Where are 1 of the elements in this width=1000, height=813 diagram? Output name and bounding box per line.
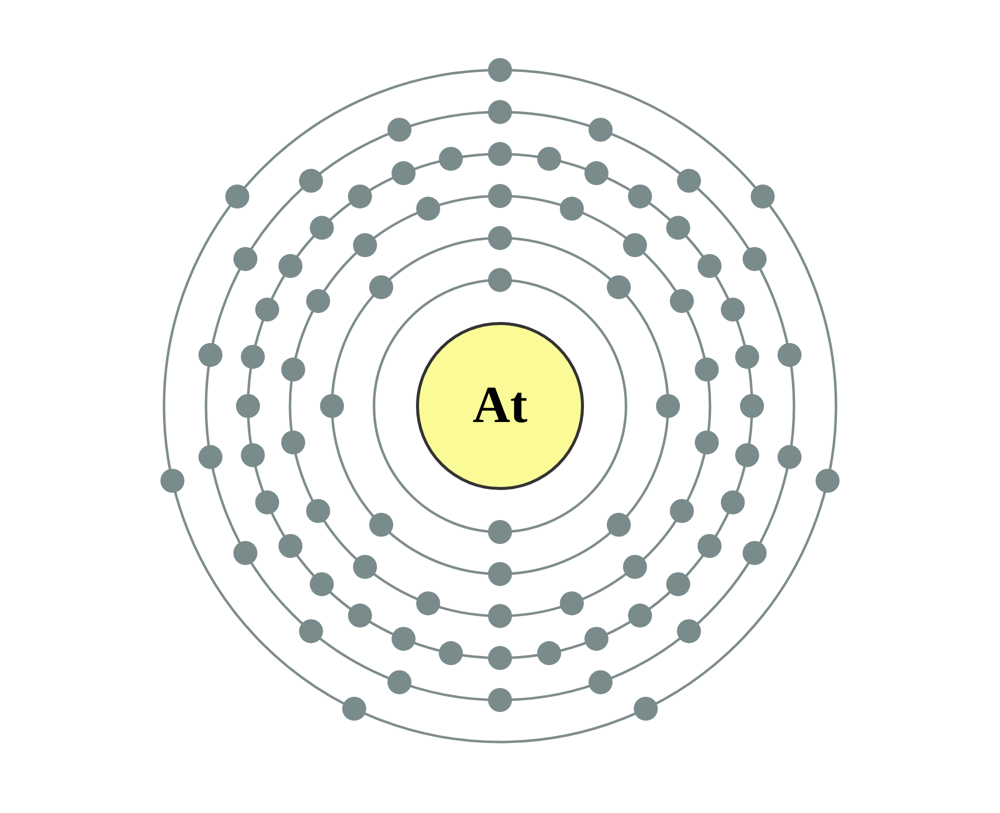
element-symbol: At — [472, 380, 528, 432]
